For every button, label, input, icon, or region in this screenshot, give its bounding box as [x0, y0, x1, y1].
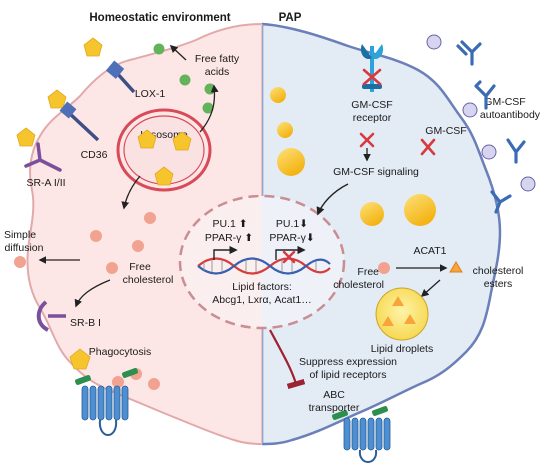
phagocytosis-label: Phagocytosis [89, 346, 151, 358]
lipid-pentagon-icon [83, 37, 103, 57]
lipid-pentagon-icon [137, 129, 157, 149]
lipid-factors-title: Lipid factors: [232, 281, 292, 293]
cd36-receptor-icon [59, 101, 100, 142]
cholesterol-dot-icon [14, 256, 26, 268]
free-fatty-acids-label-2: acids [205, 66, 230, 78]
header-homeostatic: Homeostatic environment [89, 12, 230, 24]
cd36-label: CD36 [81, 149, 108, 161]
simple-diffusion-label-2: diffusion [5, 242, 44, 254]
autoantibody-icon [490, 190, 512, 214]
suppress-label: Suppress expression [299, 356, 397, 368]
transcription-arrow-blocked [275, 245, 306, 260]
surfactant-lipid-ball-icon [360, 202, 384, 226]
lipid-pentagon-icon [16, 127, 36, 147]
surfactant-lipid-ball-icon [277, 122, 293, 138]
free-cholesterol-right-label-2: cholesterol [333, 279, 384, 291]
header-pap: PAP [279, 12, 302, 24]
lox1-label: LOX-1 [135, 88, 166, 100]
free-cholesterol-left-label-2: cholesterol [123, 274, 174, 286]
lipid-pentagon-icon [154, 166, 174, 186]
fatty-acid-dot-icon [202, 102, 214, 114]
lipid-pentagon-icon [47, 89, 67, 109]
cholesterol-dot-icon [112, 376, 124, 388]
gmcsf-label: GM-CSF [425, 125, 466, 137]
simple-diffusion-label: Simple [4, 229, 36, 241]
pparg-up-label: PPAR-γ ⬆ [205, 232, 253, 244]
cholesterol-esters-label: cholesterol [473, 265, 524, 277]
autoantibody-label: GM-CSF [484, 96, 525, 108]
srb1-receptor-icon [36, 300, 66, 332]
lipid-droplet-icon [375, 287, 429, 341]
cholesterol-esters-label-2: esters [484, 278, 513, 290]
gmcsf-molecule-icon [462, 102, 478, 118]
lipid-droplets-label: Lipid droplets [371, 343, 433, 355]
suppress-inhibit-arrow [269, 329, 306, 389]
fatty-acid-dot-icon [153, 43, 165, 55]
cholesterol-dot-icon [90, 230, 102, 242]
cholesterol-ester-icon [449, 261, 463, 273]
suppress-label-2: of lipid receptors [309, 369, 386, 381]
free-cholesterol-right-label: Free [357, 266, 379, 278]
signal-block-x-icon [359, 132, 375, 148]
fatty-acid-dot-icon [179, 74, 191, 86]
acat1-label: ACAT1 [413, 245, 446, 257]
pparg-down-label: PPAR-γ⬇ [269, 232, 314, 244]
free-cholesterol-right-dot-icon [378, 262, 390, 274]
sra-label: SR-A I/II [26, 177, 65, 189]
lipid-pentagon-icon [69, 348, 91, 370]
gmcsf-receptor-label-2: receptor [353, 112, 392, 124]
gmcsf-receptor-icon [360, 44, 384, 92]
cholesterol-dot-icon [148, 378, 160, 390]
gmcsf-receptor-label: GM-CSF [351, 99, 392, 111]
lipid-pentagon-icon [172, 131, 192, 151]
cholesterol-dot-icon [144, 212, 156, 224]
abc-label-2: transporter [309, 402, 360, 414]
sra-receptor-icon [24, 142, 62, 172]
gmcsf-molecule-icon [520, 176, 536, 192]
abc-label: ABC [323, 389, 345, 401]
autoantibody-icon [456, 40, 482, 66]
pu1-up-label: PU.1 ⬆ [212, 218, 247, 230]
surfactant-lipid-ball-icon [270, 87, 286, 103]
srb1-export-arrow [74, 279, 111, 308]
gmcsf-molecule-icon [426, 34, 442, 50]
receptor-block-x-icon [362, 68, 382, 86]
abc-transporter-left-icon [75, 368, 138, 436]
fatty-acid-export-arrow [169, 44, 187, 61]
dna-helix-icon [197, 257, 331, 275]
transcription-block-x-icon [282, 250, 296, 264]
gmcsf-molecule-icon [481, 144, 497, 160]
signaling-nucleus-arrow [316, 183, 349, 216]
lysosome-fatty-acid-arrow [199, 84, 219, 133]
gmcsf-blocked-x-icon [420, 138, 436, 156]
srb1-label: SR-B I [70, 317, 101, 329]
cholesterol-dot-icon [132, 240, 144, 252]
lysosome-cholesterol-arrow [121, 175, 141, 210]
autoantibody-icon [474, 80, 496, 110]
abc-transporter-right-icon [332, 406, 391, 463]
ester-droplet-arrow [420, 279, 441, 298]
gmcsf-signaling-label: GM-CSF signaling [333, 166, 419, 178]
free-fatty-acids-label: Free fatty [195, 53, 240, 65]
surfactant-lipid-ball-icon [404, 194, 436, 226]
lox1-receptor-icon [105, 60, 136, 94]
cholesterol-dot-icon [106, 262, 118, 274]
transcription-arrow-active [213, 245, 238, 260]
surfactant-lipid-ball-icon [277, 148, 305, 176]
lipid-factors-genes: Abcg1, Lxrα, Acat1… [212, 294, 311, 306]
pu1-down-label: PU.1⬇ [276, 218, 308, 230]
autoantibody-icon [506, 138, 526, 164]
free-cholesterol-left-label: Free [129, 261, 151, 273]
autoantibody-label-2: autoantibody [480, 109, 541, 121]
